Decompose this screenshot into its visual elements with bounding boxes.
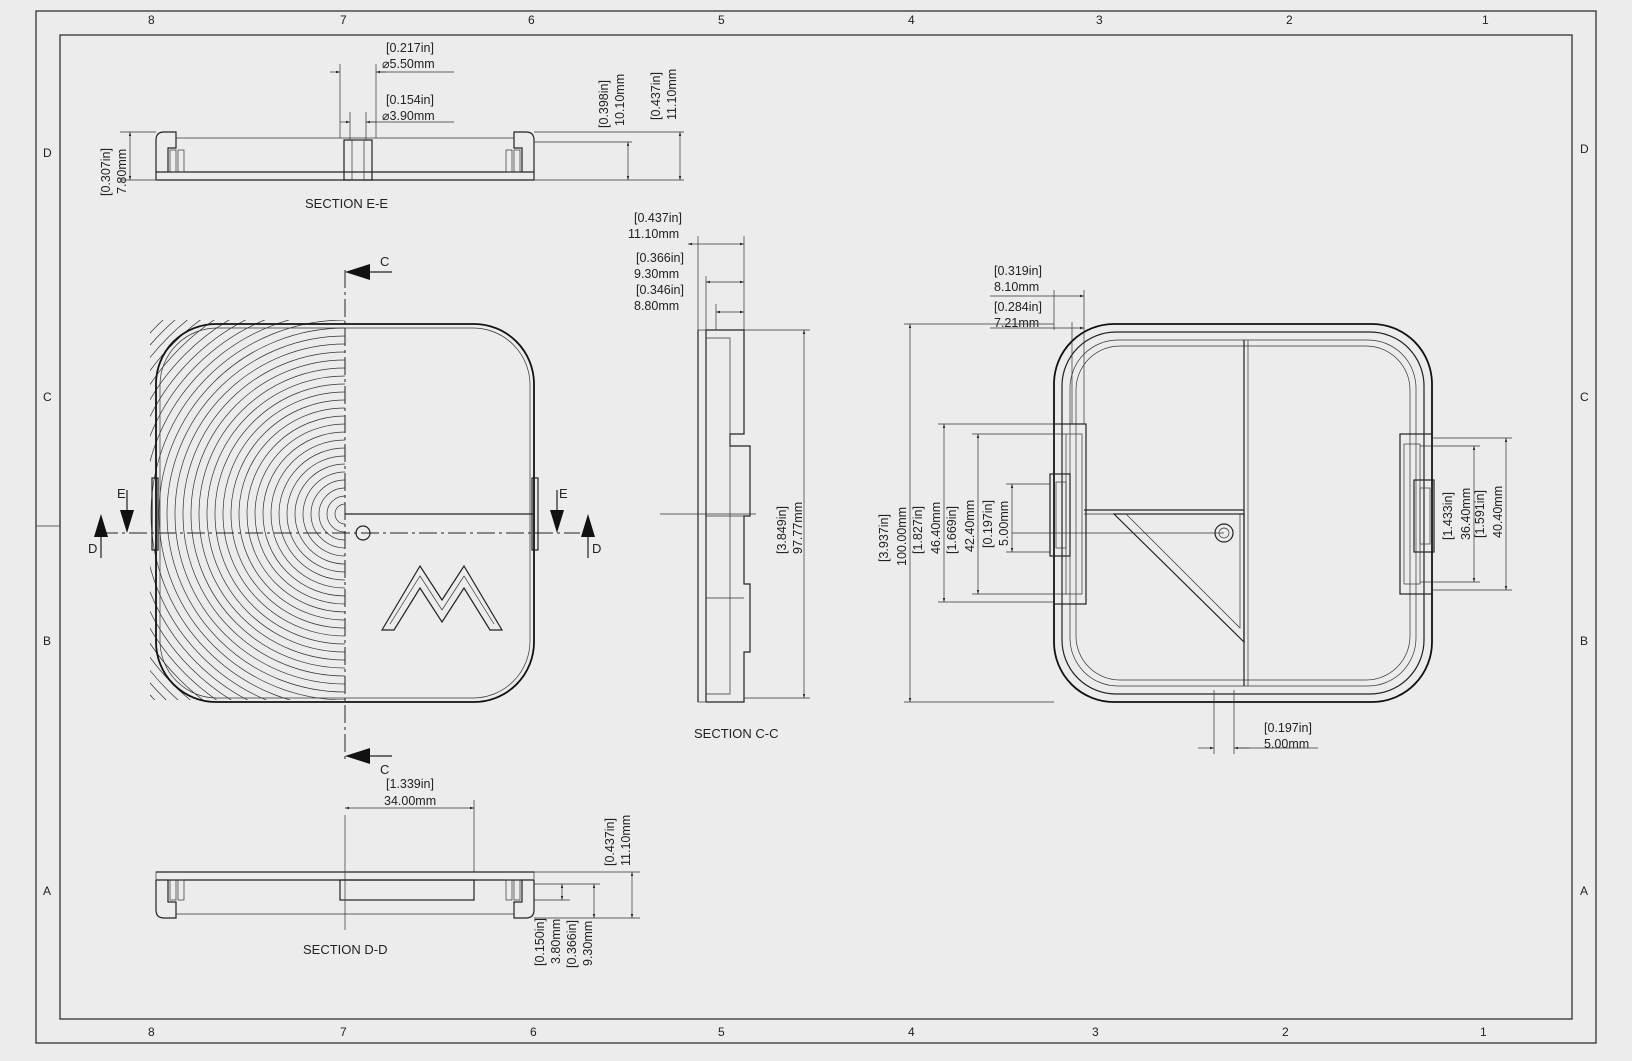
dim-ee-b-mm: 11.10mm bbox=[665, 69, 679, 120]
dim-right-h1-in: [1.827in] bbox=[911, 506, 925, 554]
dim-hole-outer-in: [0.217in] bbox=[386, 41, 434, 55]
dim-right-bottom-in: [0.197in] bbox=[1264, 721, 1312, 735]
zone-label: 3 bbox=[1096, 13, 1103, 27]
section-ee-label: SECTION E-E bbox=[305, 196, 388, 211]
dim-right-height-in: [3.937in] bbox=[877, 514, 891, 562]
zone-label: 4 bbox=[908, 13, 915, 27]
section-ee-view: [0.217in] ⌀5.50mm [0.154in] ⌀3.90mm [0.3… bbox=[99, 41, 684, 211]
zone-label: C bbox=[43, 390, 52, 404]
zone-label: 8 bbox=[148, 1025, 155, 1039]
dim-right-h3-in: [0.197in] bbox=[981, 500, 995, 548]
dim-right-r2-in: [1.591in] bbox=[1473, 490, 1487, 538]
zone-label: 7 bbox=[340, 13, 347, 27]
section-cc-label: SECTION C-C bbox=[694, 726, 779, 741]
dim-ee-left-mm: 7.80mm bbox=[115, 149, 129, 194]
dim-right-h2-in: [1.669in] bbox=[945, 506, 959, 554]
dim-cc-a-in: [0.437in] bbox=[634, 211, 682, 225]
dim-right-r1-mm: 36.40mm bbox=[1459, 488, 1473, 540]
dim-ee-a-in: [0.398in] bbox=[597, 80, 611, 128]
section-dd-view: [1.339in] 34.00mm [0.437in] 11.10mm [0.1… bbox=[155, 777, 640, 968]
dim-ee-b-in: [0.437in] bbox=[649, 72, 663, 120]
dim-right-h1-mm: 46.40mm bbox=[929, 502, 943, 554]
zone-label: B bbox=[1580, 634, 1588, 648]
dim-right-top-b-in: [0.284in] bbox=[994, 300, 1042, 314]
zone-labels-right: D C B A bbox=[1580, 142, 1589, 898]
inside-view: [0.319in] 8.10mm [0.284in] 7.21mm [3.937… bbox=[877, 264, 1512, 754]
dim-cc-c-mm: 8.80mm bbox=[634, 299, 679, 313]
dim-cc-height-mm: 97.77mm bbox=[791, 502, 805, 554]
dim-dd-small-b-mm: 9.30mm bbox=[581, 921, 595, 966]
zone-label: C bbox=[1580, 390, 1589, 404]
zone-labels-left: D C B A bbox=[43, 146, 52, 898]
zone-label: 8 bbox=[148, 13, 155, 27]
dim-cc-a-mm: 11.10mm bbox=[628, 227, 679, 241]
zone-label: 3 bbox=[1092, 1025, 1099, 1039]
cut-label-c-top: C bbox=[380, 254, 389, 269]
zone-label: B bbox=[43, 634, 51, 648]
dim-cc-b-in: [0.366in] bbox=[636, 251, 684, 265]
zone-label: D bbox=[43, 146, 52, 160]
zone-label: 5 bbox=[718, 13, 725, 27]
dim-right-r1-in: [1.433in] bbox=[1441, 492, 1455, 540]
zone-label: 1 bbox=[1480, 1025, 1487, 1039]
dim-right-bottom-mm: 5.00mm bbox=[1264, 737, 1309, 751]
dim-hole-inner-mm: ⌀3.90mm bbox=[382, 109, 435, 123]
dim-cc-c-in: [0.346in] bbox=[636, 283, 684, 297]
concentric-texture bbox=[150, 320, 345, 700]
dim-right-r2-mm: 40.40mm bbox=[1491, 486, 1505, 538]
dim-right-top-a-mm: 8.10mm bbox=[994, 280, 1039, 294]
zone-label: 5 bbox=[718, 1025, 725, 1039]
dim-cc-height-in: [3.849in] bbox=[775, 506, 789, 554]
outer-border bbox=[35, 10, 1597, 1044]
zone-label: 4 bbox=[908, 1025, 915, 1039]
section-dd-label: SECTION D-D bbox=[303, 942, 388, 957]
dim-hole-inner-in: [0.154in] bbox=[386, 93, 434, 107]
zone-labels-top: 8 7 6 5 4 3 2 1 bbox=[148, 13, 1489, 27]
inner-border bbox=[59, 34, 1573, 1020]
dim-dd-width-mm: 34.00mm bbox=[384, 794, 436, 808]
dim-dd-small-b-in: [0.366in] bbox=[565, 920, 579, 968]
dim-ee-a-mm: 10.10mm bbox=[613, 74, 627, 126]
zone-label: 7 bbox=[340, 1025, 347, 1039]
zone-labels-bottom: 8 7 6 5 4 3 2 1 bbox=[148, 1025, 1487, 1039]
dim-dd-width-in: [1.339in] bbox=[386, 777, 434, 791]
zone-label: 6 bbox=[530, 1025, 537, 1039]
dim-right-h3-mm: 5.00mm bbox=[997, 501, 1011, 546]
dim-dd-small-a-in: [0.150in] bbox=[533, 918, 547, 966]
dim-dd-height-in: [0.437in] bbox=[603, 818, 617, 866]
zone-label: D bbox=[1580, 142, 1589, 156]
zone-label: 1 bbox=[1482, 13, 1489, 27]
zone-label: 6 bbox=[528, 13, 535, 27]
zone-label: 2 bbox=[1282, 1025, 1289, 1039]
dim-hole-outer-mm: ⌀5.50mm bbox=[382, 57, 435, 71]
cut-label-d-left: D bbox=[88, 541, 97, 556]
dim-right-h2-mm: 42.40mm bbox=[963, 500, 977, 552]
zone-label: A bbox=[1580, 884, 1588, 898]
cut-label-e-left: E bbox=[117, 486, 126, 501]
section-cc-view: [0.437in] 11.10mm [0.366in] 9.30mm [0.34… bbox=[628, 211, 810, 741]
zone-label: A bbox=[43, 884, 51, 898]
dim-cc-b-mm: 9.30mm bbox=[634, 267, 679, 281]
dim-dd-small-a-mm: 3.80mm bbox=[549, 919, 563, 964]
dim-right-height-mm: 100.00mm bbox=[895, 507, 909, 566]
dim-ee-left-in: [0.307in] bbox=[99, 148, 113, 196]
dim-dd-height-mm: 11.10mm bbox=[619, 815, 633, 866]
cut-label-e-right: E bbox=[559, 486, 568, 501]
cut-label-d-right: D bbox=[592, 541, 601, 556]
dim-right-top-a-in: [0.319in] bbox=[994, 264, 1042, 278]
zone-label: 2 bbox=[1286, 13, 1293, 27]
dim-right-top-b-mm: 7.21mm bbox=[994, 316, 1039, 330]
front-view: C C E D E D bbox=[88, 254, 601, 777]
cut-label-c-bottom: C bbox=[380, 762, 389, 777]
